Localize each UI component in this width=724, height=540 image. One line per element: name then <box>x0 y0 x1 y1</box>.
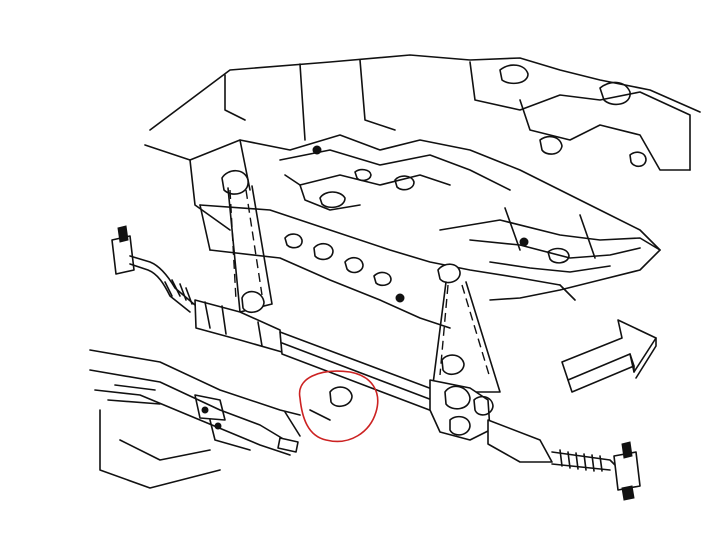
highlight-circle <box>298 370 379 443</box>
right-mount-bracket <box>431 263 501 393</box>
left-mount-bracket <box>221 169 273 314</box>
forward-arrow-icon <box>561 319 657 393</box>
lower-subframe <box>89 349 353 489</box>
rack-housing-left <box>194 299 283 353</box>
pinion-housing <box>429 379 491 441</box>
frame-crossmember <box>144 54 701 329</box>
steering-rack-assembly <box>111 225 641 501</box>
rack-housing-right <box>487 419 553 463</box>
